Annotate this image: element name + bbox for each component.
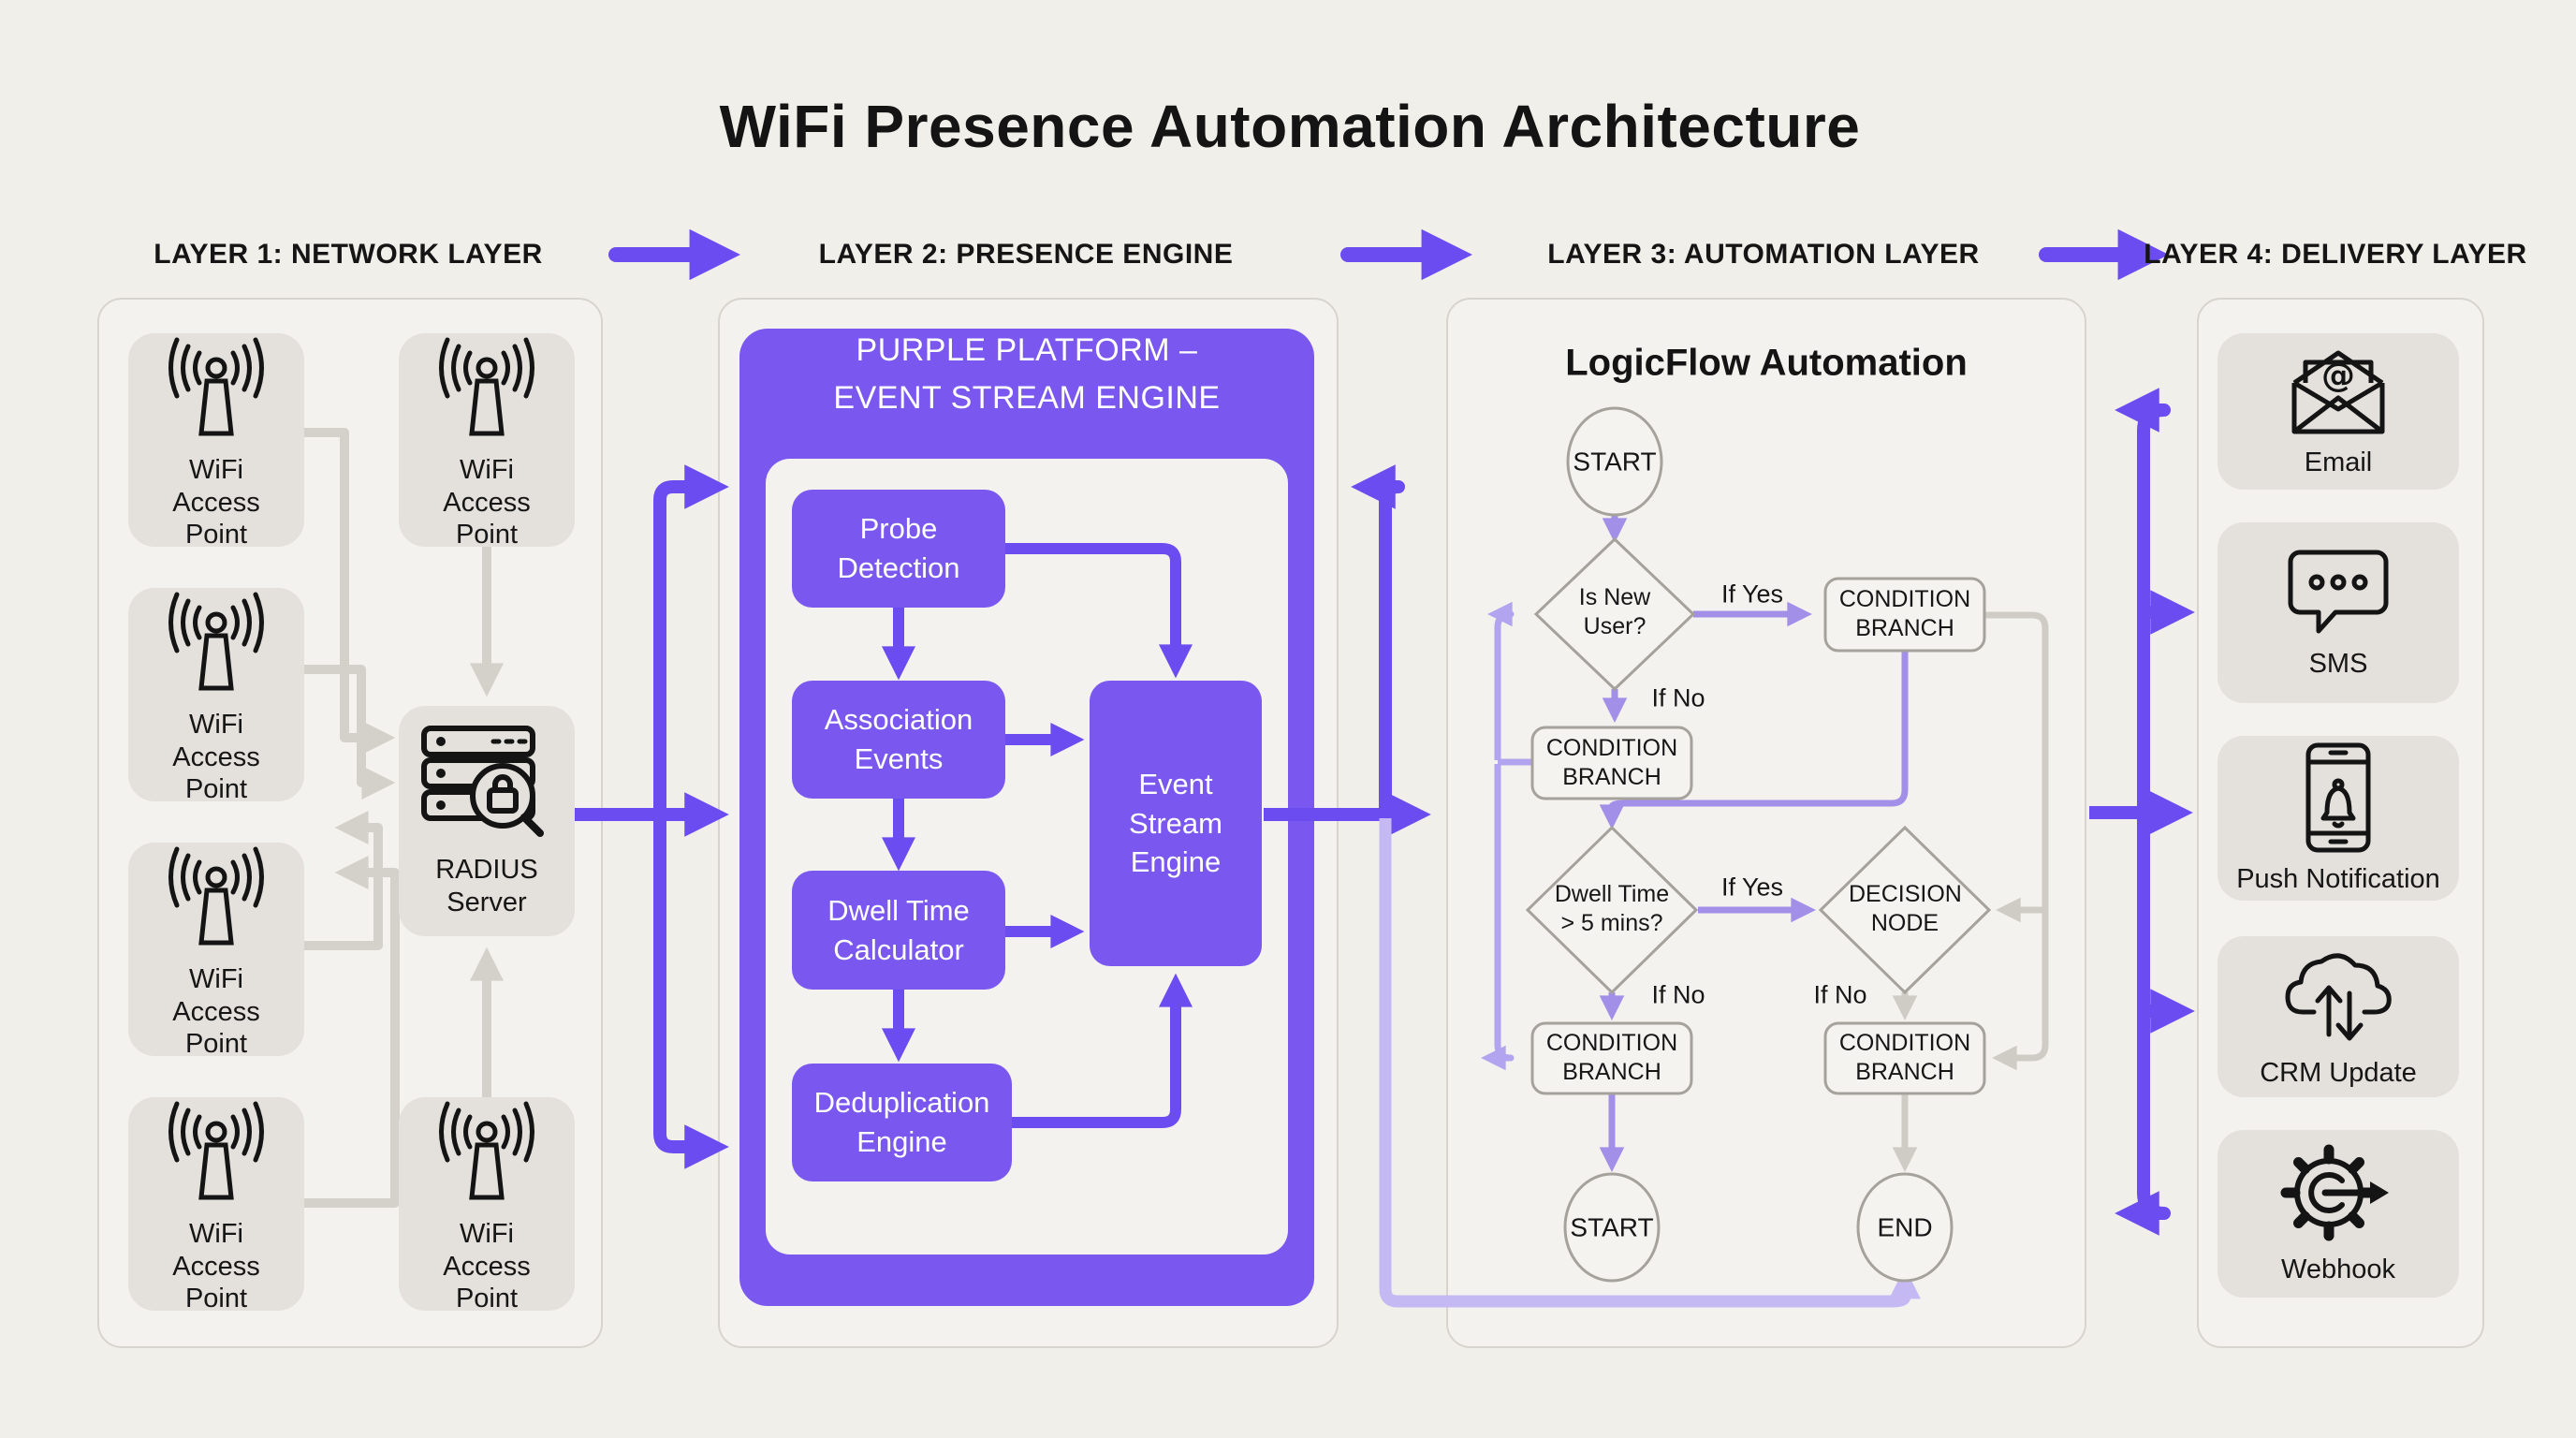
at-glyph: @	[2321, 357, 2355, 395]
trunk-to-webhook-arrow	[2115, 814, 2171, 1236]
radius-to-platform-bottom-arrow	[653, 818, 729, 1169]
if-no-label-2: If No	[1651, 980, 1705, 1009]
start-label: START	[1573, 447, 1657, 477]
association-events-node: Association Events	[792, 681, 1005, 799]
layer3-label: LAYER 3: AUTOMATION LAYER	[1547, 239, 1980, 270]
email-label: Email	[2304, 448, 2373, 478]
deduplication-engine-label: Deduplication Engine	[813, 1086, 990, 1158]
platform-header: PURPLE PLATFORM – EVENT STREAM ENGINE	[765, 327, 1289, 422]
dwell-time-calculator-node: Dwell Time Calculator	[792, 871, 1005, 990]
webhook-gear-icon	[2280, 1144, 2389, 1241]
wifi-ap-label: WiFi Access Point	[172, 454, 260, 550]
probe-detection-node: Probe Detection	[792, 490, 1005, 608]
wifi-antenna-icon	[168, 1101, 264, 1200]
conditionbranch2-label: CONDITION BRANCH	[1545, 734, 1678, 790]
dwell-question-label: Dwell Time > 5 mins?	[1554, 880, 1670, 936]
logicflow-title: LogicFlow Automation	[1565, 342, 1968, 384]
layer1-label: LAYER 1: NETWORK LAYER	[154, 239, 543, 270]
dwell-time-calculator-label: Dwell Time Calculator	[827, 893, 970, 966]
wifi-ap-box-6: WiFi Access Point	[399, 1097, 575, 1313]
deduplication-engine-node: Deduplication Engine	[792, 1064, 1012, 1181]
wifi-ap-box-1: WiFi Access Point	[128, 333, 304, 550]
isnewuser-label: Is New User?	[1578, 583, 1651, 639]
end-label: END	[1877, 1212, 1933, 1242]
page-title: WiFi Presence Automation Architecture	[719, 93, 1861, 160]
stream-to-automation-top-arrow	[1351, 464, 1405, 811]
wifi-ap-box-2: WiFi Access Point	[128, 588, 304, 804]
layer4-label: LAYER 4: DELIVERY LAYER	[2144, 239, 2527, 270]
wifi-ap-box-5: WiFi Access Point	[399, 333, 575, 550]
wifi-ap-label: WiFi Access Point	[172, 963, 260, 1060]
probe-detection-label: Probe Detection	[837, 512, 960, 584]
wifi-antenna-icon	[168, 592, 264, 691]
wifi-ap-label: WiFi Access Point	[172, 709, 260, 805]
crm-label: CRM Update	[2260, 1057, 2417, 1088]
email-icon: @	[2291, 350, 2385, 434]
wifi-antenna-icon	[168, 846, 264, 946]
wifi-antenna-icon	[439, 1101, 534, 1200]
event-stream-engine-label: Event Stream Engine	[1129, 767, 1222, 879]
event-stream-engine-node: Event Stream Engine	[1090, 681, 1262, 966]
push-notification-icon	[2305, 742, 2371, 853]
radius-server-box: RADIUS Server	[399, 706, 575, 936]
association-events-label: Association Events	[824, 703, 973, 775]
conditionbranch4-label: CONDITION BRANCH	[1838, 1029, 1971, 1085]
wifi-antenna-icon	[439, 337, 534, 436]
radius-server-label: RADIUS Server	[435, 855, 538, 917]
sms-icon	[2288, 550, 2389, 634]
webhook-label: Webhook	[2281, 1255, 2395, 1285]
webhook-channel-box: Webhook	[2217, 1130, 2459, 1298]
wifi-ap-label: WiFi Access Point	[443, 454, 531, 550]
platform-header-line1: PURPLE PLATFORM –	[856, 332, 1198, 368]
conditionbranch1-label: CONDITION BRANCH	[1838, 585, 1971, 641]
email-channel-box: @ Email	[2217, 333, 2459, 490]
platform-header-line2: EVENT STREAM ENGINE	[833, 380, 1221, 416]
radius-server-icon	[421, 726, 544, 838]
wifi-ap-box-3: WiFi Access Point	[128, 843, 304, 1059]
decision-node-label: DECISION NODE	[1849, 880, 1962, 936]
crm-cloud-icon	[2285, 953, 2392, 1041]
start2-label: START	[1570, 1212, 1654, 1242]
sms-label: SMS	[2308, 649, 2368, 680]
wifi-ap-label: WiFi Access Point	[443, 1218, 531, 1314]
wifi-ap-box-4: WiFi Access Point	[128, 1097, 304, 1313]
if-no-label-3: If No	[1813, 980, 1867, 1009]
sms-channel-box: SMS	[2217, 522, 2459, 703]
if-yes-label-1: If Yes	[1720, 580, 1784, 609]
radius-to-platform-top-arrow	[653, 464, 729, 811]
wifi-antenna-icon	[168, 337, 264, 436]
crm-channel-box: CRM Update	[2217, 936, 2459, 1097]
wifi-ap-label: WiFi Access Point	[172, 1218, 260, 1314]
conditionbranch3-label: CONDITION BRANCH	[1545, 1029, 1678, 1085]
automation-layer-panel	[1446, 298, 2086, 1348]
push-label: Push Notification	[2236, 863, 2440, 894]
layer2-label: LAYER 2: PRESENCE ENGINE	[818, 239, 1234, 270]
trunk-to-email-arrow	[2115, 388, 2171, 813]
if-no-label-1: If No	[1651, 683, 1705, 712]
if-yes-label-2: If Yes	[1720, 873, 1784, 902]
push-channel-box: Push Notification	[2217, 736, 2459, 901]
